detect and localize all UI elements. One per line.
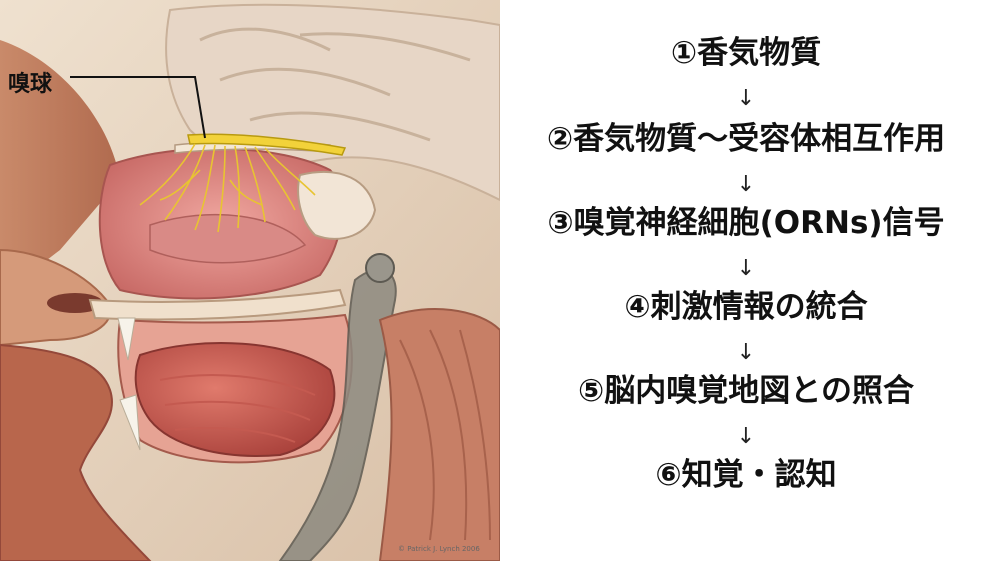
head-sagittal-illustration — [0, 0, 500, 561]
arrow-icon: ↓ — [508, 258, 984, 280]
eustachian-tube-opening — [366, 254, 394, 282]
olfactory-bulb-label: 嗅球 — [8, 66, 52, 98]
arrow-icon: ↓ — [508, 88, 984, 110]
arrow-icon: ↓ — [508, 342, 984, 364]
step-2: ②香気物質～受容体相互作用 — [508, 124, 984, 155]
step-3: ③嗅覚神経細胞(ORNs)信号 — [508, 208, 984, 239]
step-6: ⑥知覚・認知 — [508, 460, 984, 491]
arrow-icon: ↓ — [508, 174, 984, 196]
step-5: ⑤脳内嗅覚地図との照合 — [508, 376, 984, 407]
step-1: ①香気物質 — [508, 38, 984, 69]
illustration-credit: © Patrick J. Lynch 2006 — [398, 545, 480, 553]
step-4: ④刺激情報の統合 — [508, 292, 984, 323]
olfaction-process-flow: ①香気物質 ↓ ②香気物質～受容体相互作用 ↓ ③嗅覚神経細胞(ORNs)信号 … — [508, 0, 984, 561]
arrow-icon: ↓ — [508, 426, 984, 448]
